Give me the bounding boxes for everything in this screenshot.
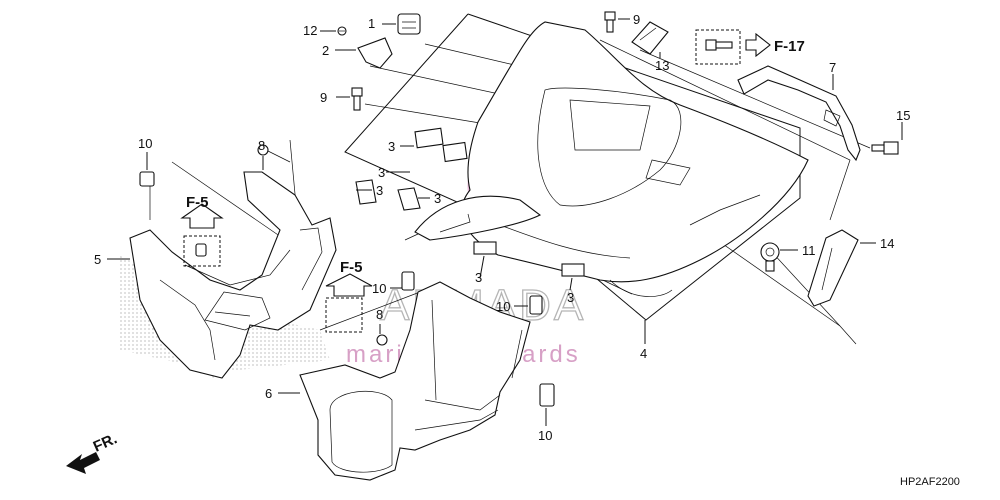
- callout-10-right: 10: [496, 299, 510, 314]
- callout-6: 6: [265, 386, 272, 401]
- part-15-bolt: [871, 141, 899, 155]
- part-2-bracket: [357, 37, 393, 69]
- part-10-clips: [139, 171, 555, 407]
- callout-14: 14: [880, 236, 894, 251]
- callout-3-d: 3: [434, 191, 441, 206]
- part-9-bolt-left: [351, 87, 363, 111]
- callout-10-center: 10: [372, 281, 386, 296]
- rear-fender: [414, 21, 809, 297]
- callout-10-left: 10: [138, 136, 152, 151]
- part-11-grommet: [760, 242, 780, 272]
- front-marker: FR.: [91, 430, 120, 455]
- f5-left-box: [183, 235, 221, 267]
- callout-3-c: 3: [376, 183, 383, 198]
- callout-leaders: [107, 18, 903, 426]
- callout-4: 4: [640, 346, 647, 361]
- callout-3-a: 3: [388, 139, 395, 154]
- part-1-clip: [397, 13, 421, 35]
- rear-mudguard-left: [129, 171, 337, 379]
- part-13-strap: [631, 21, 669, 55]
- callout-5: 5: [94, 252, 101, 267]
- callout-2: 2: [322, 43, 329, 58]
- f5-left-reference: F-5: [186, 194, 209, 211]
- callout-12: 12: [303, 23, 317, 38]
- callout-7: 7: [829, 60, 836, 75]
- callout-numbers: 1 12 2 9 9 13 7 15 11 14 8 10 5 6 10 10 …: [94, 12, 910, 443]
- callout-3-b: 3: [378, 165, 385, 180]
- callout-9-top: 9: [633, 12, 640, 27]
- callout-13: 13: [655, 58, 669, 73]
- part-7-grab-bar: [737, 65, 861, 162]
- front-direction-arrow: [66, 452, 100, 474]
- part-8-screws: [257, 144, 388, 346]
- f5-center-reference: F-5: [340, 259, 363, 276]
- callout-10-bottom: 10: [538, 428, 552, 443]
- callout-1: 1: [368, 16, 375, 31]
- f5-left-arrow: [180, 203, 224, 229]
- callout-3-f: 3: [567, 290, 574, 305]
- callout-11: 11: [802, 243, 816, 258]
- callout-15: 15: [896, 108, 910, 123]
- part-3-pads: [355, 127, 585, 277]
- part-12-screw: [337, 26, 347, 36]
- f17-arrow: [745, 32, 771, 58]
- f5-center-arrow: [325, 273, 373, 297]
- callout-8-center: 8: [376, 307, 383, 322]
- f5-center-box: [325, 297, 363, 333]
- f17-bolt: [695, 29, 741, 65]
- callout-8-left: 8: [258, 138, 265, 153]
- callout-9-left: 9: [320, 90, 327, 105]
- f17-reference: F-17: [774, 38, 805, 55]
- part-9-bolt-top: [604, 11, 616, 33]
- callout-3-e: 3: [475, 270, 482, 285]
- part-14-strap: [807, 229, 859, 307]
- drawing-code: HP2AF2200: [900, 476, 960, 488]
- rear-mudguard-right: [299, 281, 531, 481]
